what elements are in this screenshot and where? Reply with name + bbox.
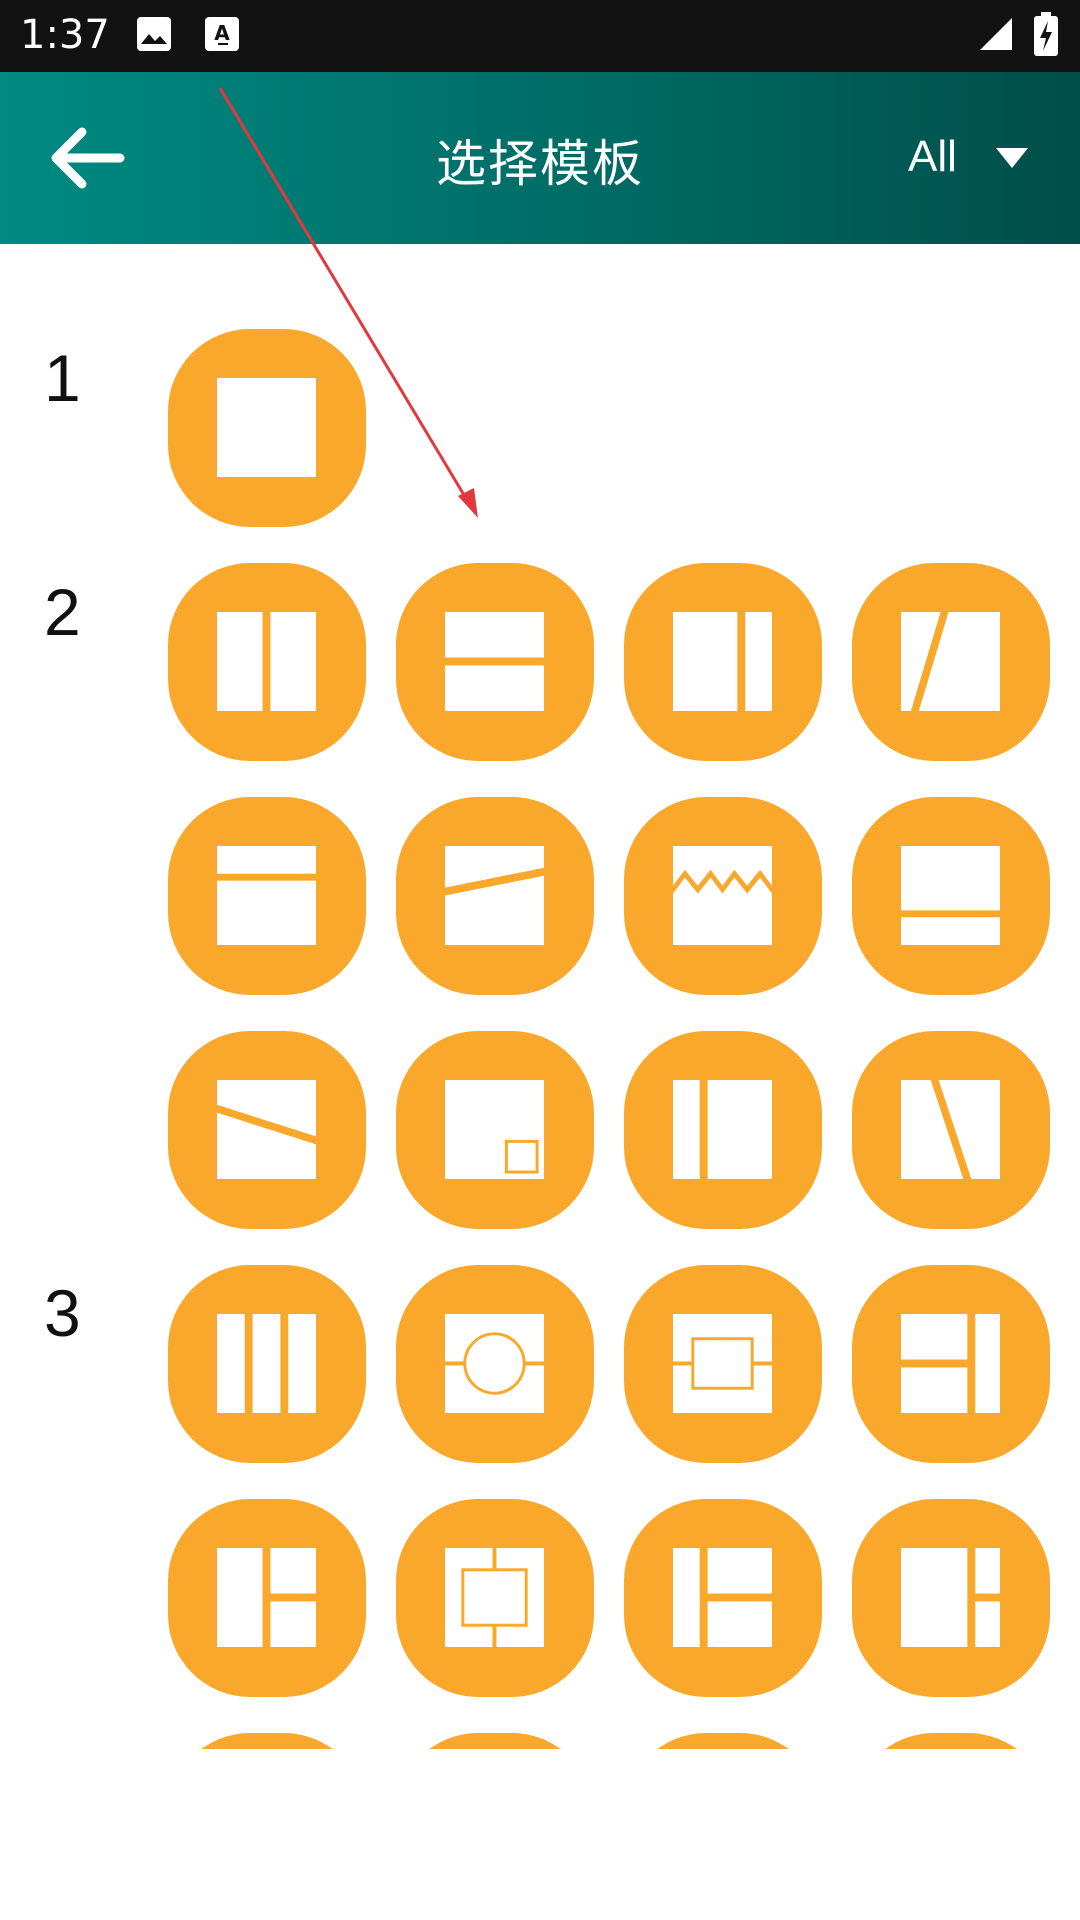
- template-left-two-right[interactable]: [852, 1265, 1050, 1463]
- template-single[interactable]: [168, 329, 366, 527]
- template-wide-narrow-columns[interactable]: [624, 563, 822, 761]
- template-partial-2[interactable]: [396, 1733, 594, 1749]
- svg-text:A: A: [214, 21, 230, 45]
- template-top-strip[interactable]: [168, 797, 366, 995]
- template-slanted-rows[interactable]: [396, 797, 594, 995]
- battery-charging-icon: [1034, 12, 1058, 56]
- status-bar: 1:37 A: [0, 0, 1080, 72]
- template-rect-inset-center[interactable]: [396, 1499, 594, 1697]
- template-left-narrow-two-right[interactable]: [852, 1499, 1050, 1697]
- template-circle-center[interactable]: [396, 1265, 594, 1463]
- template-two-columns[interactable]: [168, 563, 366, 761]
- template-corner-inset[interactable]: [396, 1031, 594, 1229]
- template-partial-4[interactable]: [852, 1733, 1050, 1749]
- arrow-left-icon[interactable]: [46, 124, 126, 192]
- template-zigzag-rows[interactable]: [624, 797, 822, 995]
- app-bar: 选择模板 All: [0, 72, 1080, 244]
- filter-dropdown[interactable]: All: [908, 132, 957, 181]
- text-a-icon: A: [205, 17, 239, 51]
- section-label-3: 3: [44, 1276, 81, 1350]
- template-rect-center[interactable]: [624, 1265, 822, 1463]
- template-left-right-two[interactable]: [168, 1499, 366, 1697]
- template-partial-1[interactable]: [168, 1733, 366, 1749]
- template-diagonal-columns-reverse[interactable]: [852, 1031, 1050, 1229]
- template-partial-3[interactable]: [624, 1733, 822, 1749]
- section-label-2: 2: [44, 575, 81, 649]
- template-bottom-strip[interactable]: [852, 797, 1050, 995]
- image-icon: [137, 17, 171, 51]
- section-label-1: 1: [44, 341, 81, 415]
- template-narrow-wide-columns[interactable]: [624, 1031, 822, 1229]
- template-slant-down-rows[interactable]: [168, 1031, 366, 1229]
- signal-icon: [980, 18, 1012, 50]
- template-three-columns[interactable]: [168, 1265, 366, 1463]
- template-narrow-left-two-right[interactable]: [624, 1499, 822, 1697]
- status-time: 1:37: [20, 12, 110, 58]
- template-diagonal-columns[interactable]: [852, 563, 1050, 761]
- template-list[interactable]: 1 2 3: [0, 244, 1080, 1749]
- template-two-rows[interactable]: [396, 563, 594, 761]
- caret-down-icon[interactable]: [994, 146, 1030, 170]
